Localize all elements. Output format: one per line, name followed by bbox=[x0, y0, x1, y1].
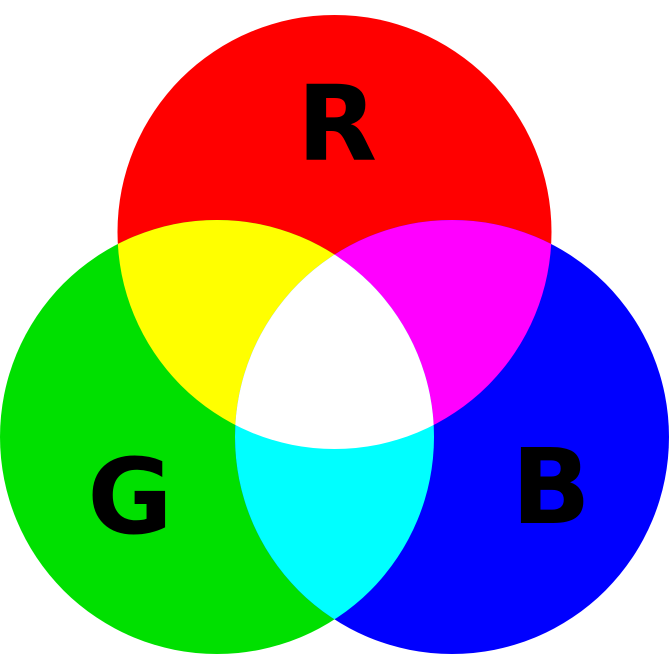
blue-label: B bbox=[511, 426, 590, 548]
white-center-region bbox=[235, 220, 434, 449]
green-label: G bbox=[87, 436, 172, 558]
white-center-clip-group bbox=[235, 220, 434, 449]
red-label: R bbox=[297, 63, 377, 185]
